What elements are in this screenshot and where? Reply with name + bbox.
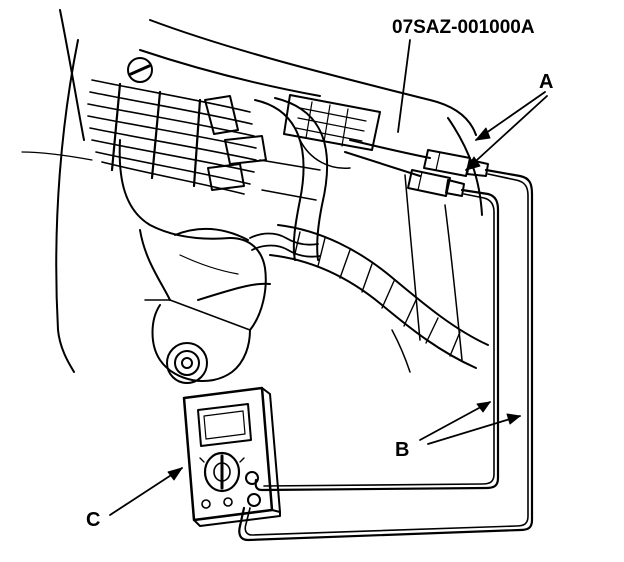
meter-leads — [238, 168, 534, 542]
multimeter — [182, 386, 281, 527]
grommet-plug — [127, 57, 153, 83]
strut-bracket — [118, 139, 271, 383]
callout-c-label: C — [86, 509, 101, 531]
callout-b-label: B — [395, 439, 410, 461]
body-structure — [21, 9, 483, 373]
arrowheads — [167, 127, 521, 481]
corrugated-harness — [269, 224, 489, 369]
ecu-connector — [283, 94, 381, 169]
part-number-label: 07SAZ-001000A — [392, 17, 535, 38]
small-hose — [249, 232, 321, 258]
callout-a-label: A — [539, 71, 554, 93]
wire-harness-bundle — [87, 79, 267, 195]
harness-duct — [254, 97, 329, 261]
bracket-bolt — [166, 342, 208, 384]
